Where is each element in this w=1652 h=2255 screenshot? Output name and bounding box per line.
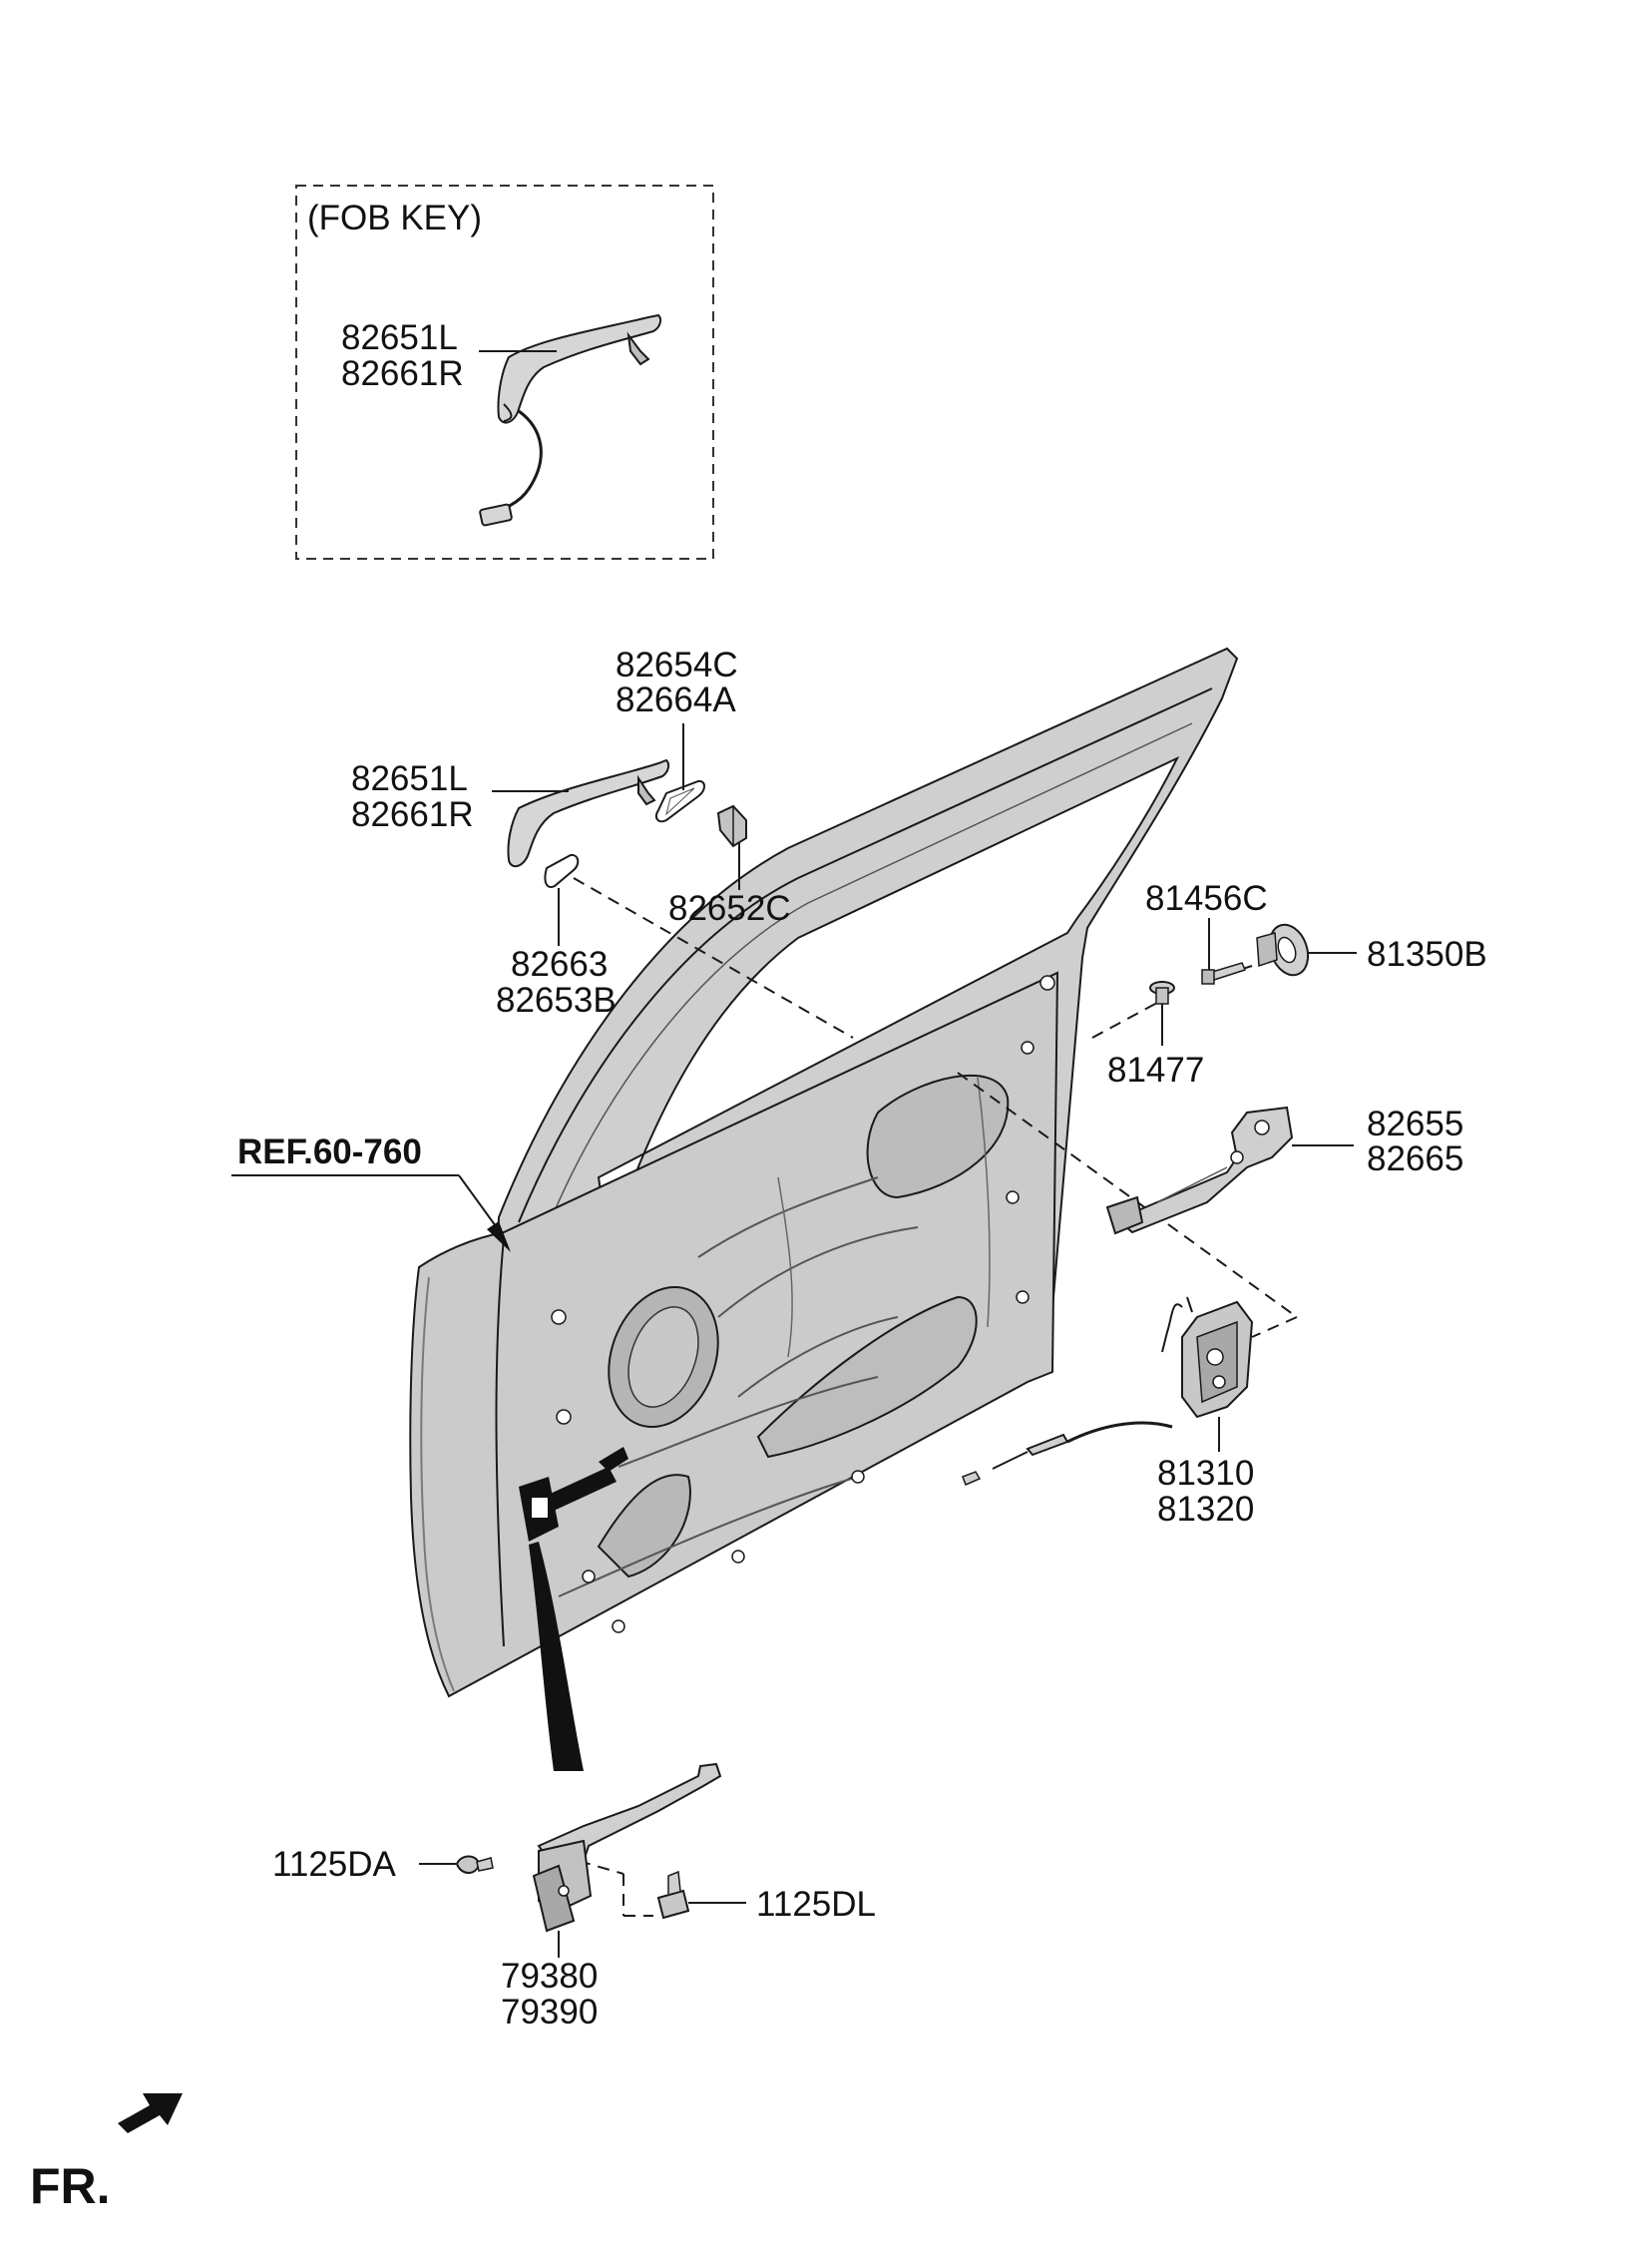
- front-direction-indicator: FR.: [30, 2093, 183, 2214]
- ref-callout: REF.60-760: [231, 1132, 511, 1252]
- handle-bracket[interactable]: [1105, 1106, 1294, 1235]
- ref-label: REF.60-760: [237, 1132, 422, 1171]
- bolt-1125dl[interactable]: [656, 1870, 690, 1920]
- fr-label: FR.: [30, 2158, 111, 2214]
- fob-key-title: (FOB KEY): [307, 199, 482, 237]
- checker-mount: [519, 1447, 628, 1542]
- door-latch-assembly[interactable]: [962, 1296, 1254, 1486]
- latch-a-label: 81310: [1157, 1454, 1254, 1493]
- checker-b-label: 79390: [501, 1993, 598, 2031]
- bolt-label: 81477: [1107, 1051, 1204, 1090]
- cover-a-label: 82664A: [616, 680, 736, 719]
- key-cylinder-cap[interactable]: [716, 804, 747, 848]
- ref-arrow-icon: [487, 1221, 511, 1252]
- cap-label: 82652C: [668, 889, 791, 928]
- handle-pad[interactable]: [544, 853, 580, 888]
- fob-door-handle[interactable]: [479, 313, 662, 527]
- bolt-1125da[interactable]: [455, 1855, 494, 1874]
- handle-cover-gasket[interactable]: [655, 779, 705, 823]
- handle-right-label: 82661R: [351, 795, 474, 834]
- checker-a-label: 79380: [501, 1957, 598, 1996]
- outside-door-handle[interactable]: [507, 758, 670, 868]
- bracket-b-label: 82665: [1367, 1139, 1463, 1178]
- latch-b-label: 81320: [1157, 1490, 1254, 1529]
- bolt-dl-label: 1125DL: [756, 1885, 876, 1924]
- striker-label: 81350B: [1367, 935, 1487, 974]
- pad-b-label: 82653B: [496, 981, 617, 1020]
- fob-handle-left-label: 82651L: [341, 318, 458, 357]
- bracket-a-label: 82655: [1367, 1105, 1463, 1143]
- fr-arrow-icon: [118, 2093, 183, 2133]
- handle-left-label: 82651L: [351, 759, 468, 798]
- door-checker[interactable]: [532, 1762, 722, 1933]
- door-panel[interactable]: [409, 647, 1239, 1698]
- fob-handle-right-label: 82661R: [341, 354, 464, 393]
- zoom-wedge: [529, 1542, 584, 1771]
- pad-a-label: 82663: [511, 945, 608, 984]
- striker-81350b[interactable]: [1256, 919, 1315, 980]
- screw-label: 81456C: [1145, 879, 1268, 918]
- bolt-da-label: 1125DA: [272, 1845, 397, 1884]
- cover-c-label: 82654C: [616, 646, 738, 684]
- fob-key-box: (FOB KEY) 82651L 82661R: [295, 185, 714, 560]
- bolt-81477[interactable]: [1149, 981, 1175, 1005]
